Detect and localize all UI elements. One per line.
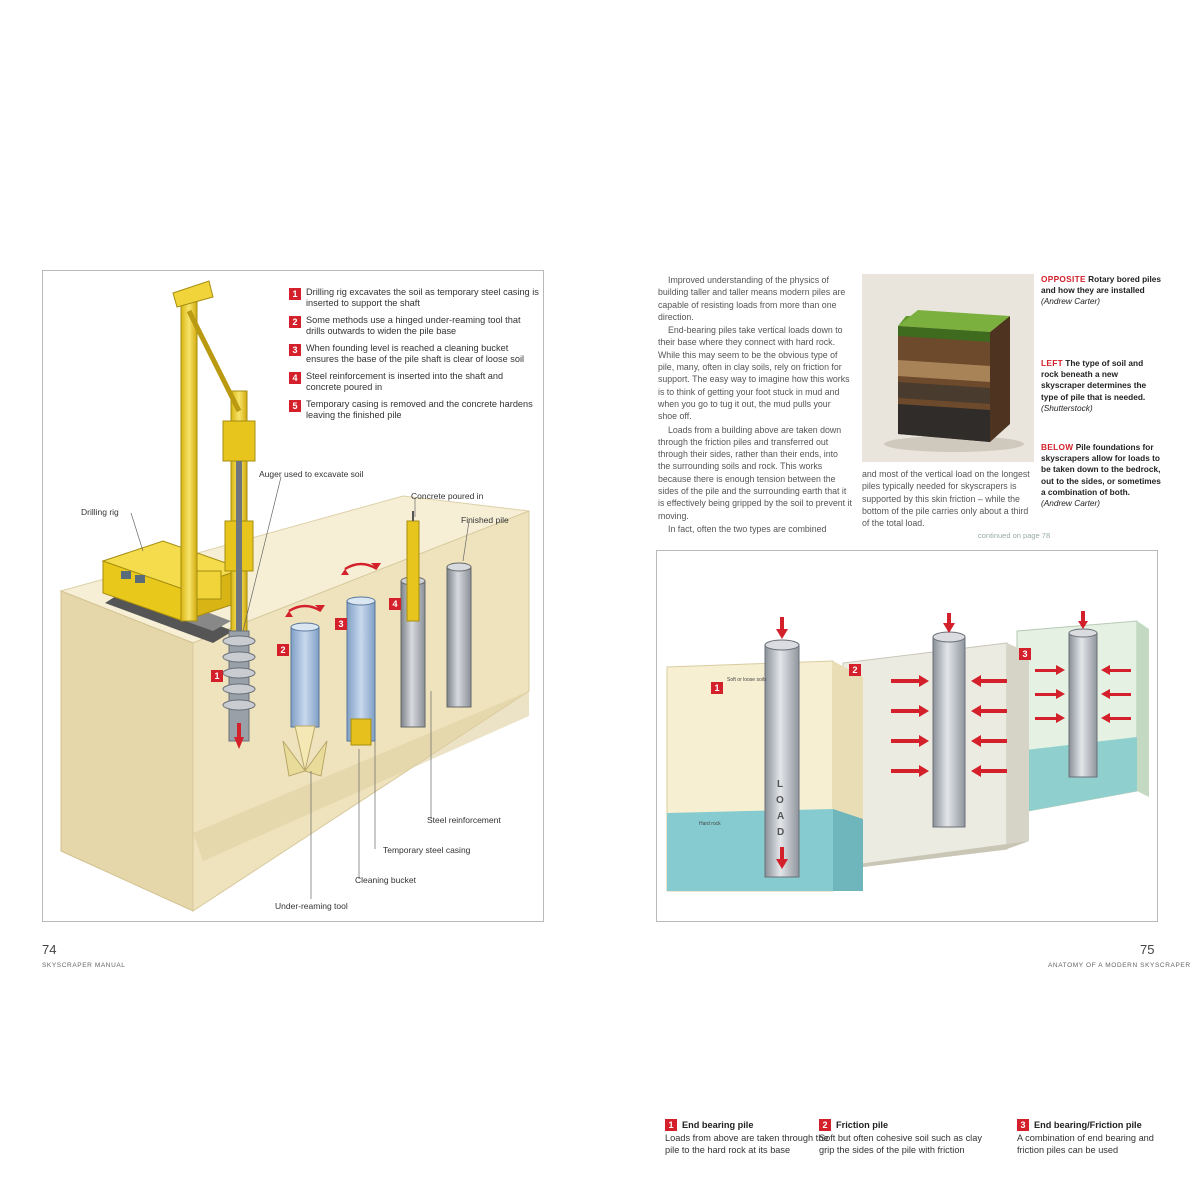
load-letter: D <box>777 827 784 838</box>
caption-credit: (Andrew Carter) <box>1041 498 1100 508</box>
caption-below: BELOW Pile foundations for skyscrapers a… <box>1041 442 1161 509</box>
caption-opposite: OPPOSITE Rotary bored piles and how they… <box>1041 274 1161 308</box>
list-item: 4 Steel reinforcement is inserted into th… <box>289 371 539 393</box>
caption-lead: LEFT <box>1041 358 1063 368</box>
load-letter: O <box>776 795 784 806</box>
pile-type-badge: 3 <box>1017 1119 1029 1131</box>
pile-type-description: A combination of end bearing and frictio… <box>1017 1133 1155 1156</box>
installation-steps-list: 1 Drilling rig excavates the soil as temp… <box>289 287 539 427</box>
pile-installation-figure: 1 Drilling rig excavates the soil as temp… <box>42 270 544 922</box>
list-item: 5 Temporary casing is removed and the con… <box>289 399 539 421</box>
diagram-step-badge: 1 <box>211 670 223 682</box>
step-text: Temporary casing is removed and the conc… <box>306 399 539 421</box>
running-head-left: SKYSCRAPER MANUAL <box>42 962 126 969</box>
callout-drilling-rig: Drilling rig <box>81 507 119 517</box>
list-item: 3 When founding level is reached a cleani… <box>289 343 539 365</box>
pile-type-badge: 1 <box>665 1119 677 1131</box>
caption-lead: OPPOSITE <box>1041 274 1086 284</box>
callout-steel-reinforcement: Steel reinforcement <box>427 815 501 825</box>
pile-type-title: Friction pile <box>836 1120 888 1130</box>
pile-types-illustration <box>657 551 1159 923</box>
step-text: Drilling rig excavates the soil as tempo… <box>306 287 539 309</box>
rock-label: Hard rock <box>699 821 721 827</box>
callout-cleaning-bucket: Cleaning bucket <box>355 875 416 885</box>
step-number-badge: 2 <box>289 316 301 328</box>
pile-type-badge: 2 <box>819 1119 831 1131</box>
load-letter: L <box>777 779 783 790</box>
soil-label: Soft or loose soils <box>727 677 766 683</box>
body-text-column-1: Improved understanding of the physics of… <box>658 274 852 536</box>
page-number-left: 74 <box>42 942 56 957</box>
continued-note: continued on page 78 <box>978 531 1050 540</box>
step-number-badge: 1 <box>289 288 301 300</box>
callout-under-reaming-tool: Under-reaming tool <box>275 901 348 911</box>
callout-temporary-casing: Temporary steel casing <box>383 845 470 855</box>
body-paragraph: End-bearing piles take vertical loads do… <box>658 324 852 422</box>
step-number-badge: 5 <box>289 400 301 412</box>
callout-auger: Auger used to excavate soil <box>259 469 363 479</box>
running-head-right: ANATOMY OF A MODERN SKYSCRAPER <box>1048 962 1191 969</box>
diagram-step-badge: 4 <box>389 598 401 610</box>
step-text: Some methods use a hinged under-reaming … <box>306 315 539 337</box>
pile-type-title: End bearing pile <box>682 1120 753 1130</box>
caption-credit: (Shutterstock) <box>1041 403 1093 413</box>
callout-finished-pile: Finished pile <box>461 515 509 525</box>
page-number-right: 75 <box>1140 942 1154 957</box>
step-text: When founding level is reached a cleanin… <box>306 343 539 365</box>
pile-type-combined: 3 End bearing/Friction pile A combination… <box>1017 1119 1155 1156</box>
soil-cube-photo <box>862 274 1034 462</box>
block-badge: 1 <box>711 682 723 694</box>
pile-type-end-bearing: 1 End bearing pile Loads from above are t… <box>665 1119 830 1156</box>
caption-credit: (Andrew Carter) <box>1041 296 1100 306</box>
caption-left: LEFT The type of soil and rock beneath a… <box>1041 358 1161 414</box>
step-text: Steel reinforcement is inserted into the… <box>306 371 539 393</box>
caption-lead: BELOW <box>1041 442 1073 452</box>
body-text-column-2: and most of the vertical load on the lon… <box>862 468 1034 530</box>
list-item: 1 Drilling rig excavates the soil as temp… <box>289 287 539 309</box>
diagram-step-badge: 2 <box>277 644 289 656</box>
pile-type-title: End bearing/Friction pile <box>1034 1120 1142 1130</box>
load-letter: A <box>777 811 784 822</box>
callout-concrete: Concrete poured in <box>411 491 483 501</box>
body-paragraph: In fact, often the two types are combine… <box>658 523 852 535</box>
pile-type-description: Loads from above are taken through the p… <box>665 1133 830 1156</box>
pile-type-description: Soft but often cohesive soil such as cla… <box>819 1133 984 1156</box>
body-paragraph: Improved understanding of the physics of… <box>658 274 852 323</box>
diagram-step-badge: 3 <box>335 618 347 630</box>
step-number-badge: 4 <box>289 372 301 384</box>
block-badge: 3 <box>1019 648 1031 660</box>
body-paragraph: Loads from a building above are taken do… <box>658 424 852 522</box>
list-item: 2 Some methods use a hinged under-reaming… <box>289 315 539 337</box>
step-number-badge: 3 <box>289 344 301 356</box>
body-paragraph: and most of the vertical load on the lon… <box>862 468 1034 529</box>
block-badge: 2 <box>849 664 861 676</box>
pile-type-friction: 2 Friction pile Soft but often cohesive s… <box>819 1119 984 1156</box>
